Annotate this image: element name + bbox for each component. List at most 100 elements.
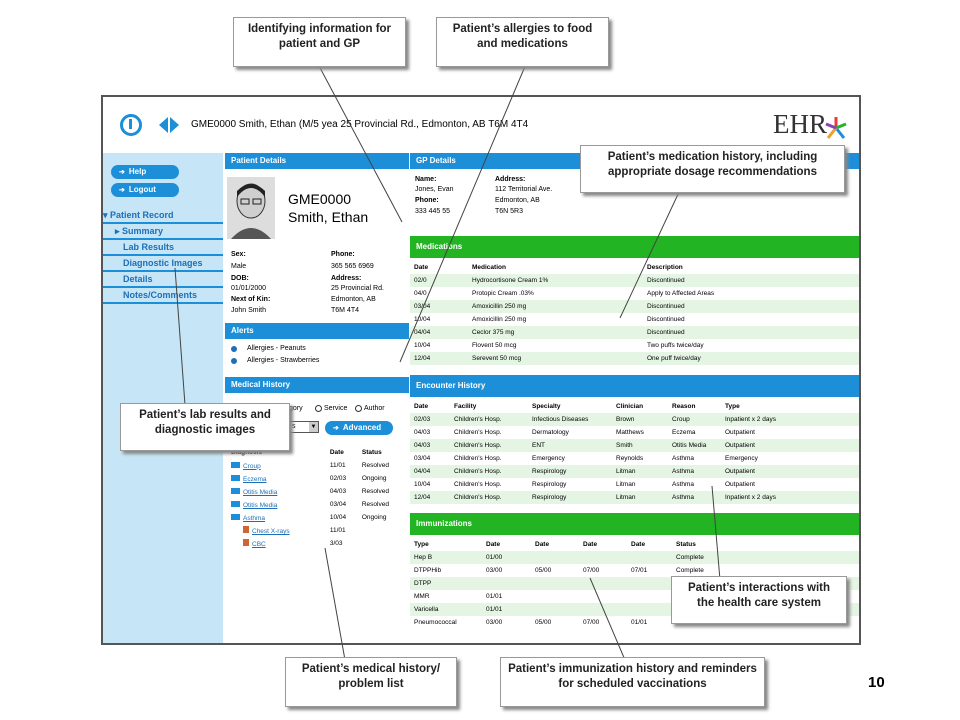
gp-address-label: Address: — [495, 176, 526, 183]
cell: 02/03 — [410, 413, 450, 426]
cell: DTPPHib — [414, 567, 442, 574]
cell: One puff twice/day — [643, 352, 859, 365]
service-radio[interactable] — [315, 405, 322, 412]
forward-arrow-icon[interactable] — [170, 117, 179, 133]
diagnosis-link[interactable]: Otitis Media — [243, 488, 278, 496]
cell: Matthews — [616, 429, 644, 436]
cell: 03/04 — [414, 455, 431, 462]
diagnosis-link[interactable]: Otitis Media — [243, 501, 278, 509]
diagnosis-link[interactable]: Croup — [243, 462, 261, 470]
callout-lab-results: Patient’s lab results and diagnostic ima… — [120, 403, 290, 451]
sub-item-link[interactable]: CBC — [252, 541, 266, 548]
cell: Outpatient — [721, 465, 859, 478]
sidebar-item-notes[interactable]: Notes/Comments — [103, 289, 223, 304]
cell: 04/04 — [410, 465, 450, 478]
callout-medical-history: Patient’s medical history/ problem list — [285, 657, 457, 707]
cell: Discontinued — [643, 300, 859, 313]
cell: ENT — [528, 439, 612, 452]
cell: Apply to Affected Areas — [647, 290, 715, 297]
cell: Children's Hosp. — [454, 481, 502, 488]
cell: 04/03 — [410, 439, 450, 452]
folder-icon — [231, 461, 240, 468]
sex-label: Sex: — [231, 251, 246, 258]
advanced-button[interactable]: Advanced — [325, 421, 393, 435]
sidebar-item-diagnostic-images[interactable]: Diagnostic Images — [103, 257, 223, 272]
cell: Resolved — [361, 501, 389, 508]
next-of-kin-label: Next of Kin: — [231, 296, 271, 303]
author-radio[interactable] — [355, 405, 362, 412]
page-number: 10 — [868, 674, 885, 691]
cell — [579, 551, 627, 564]
cell: Respirology — [528, 465, 612, 478]
col-type: Type — [725, 403, 740, 410]
cell — [627, 551, 672, 564]
cell: 10/04 — [414, 316, 431, 323]
gp-phone-label: Phone: — [415, 197, 439, 204]
cell: Protopic Cream .03% — [472, 290, 534, 297]
cell: 04/0 — [414, 290, 427, 297]
logout-button[interactable]: Logout — [111, 183, 179, 197]
cell: 01/01 — [486, 593, 503, 600]
cell: 03/00 — [486, 567, 503, 574]
filter-label: gory — [289, 405, 303, 412]
cell: Children's Hosp. — [450, 491, 528, 504]
col-date: Date — [486, 541, 501, 548]
col-type: Type — [414, 541, 429, 548]
cell: 10/04 — [329, 514, 347, 521]
document-icon — [243, 539, 249, 546]
cell: DTPP — [410, 577, 482, 590]
callout-immunization: Patient’s immunization history and remin… — [500, 657, 765, 707]
diagnosis-link[interactable]: Asthma — [243, 514, 266, 522]
cell: Serevent 50 mcg — [468, 352, 643, 365]
sidebar-item-lab-results[interactable]: Lab Results — [103, 241, 223, 256]
cell: Children's Hosp. — [454, 455, 502, 462]
cell: Resolved — [361, 488, 389, 495]
cell: Two puffs twice/day — [647, 342, 704, 349]
sidebar-item-patient-record[interactable]: ▾ Patient Record — [103, 209, 223, 224]
sub-item-link[interactable]: Chest X-rays — [252, 528, 290, 535]
sidebar-item-details[interactable]: Details — [103, 273, 223, 288]
document-icon — [243, 526, 249, 533]
cell: Asthma — [672, 481, 695, 488]
col-date: Date — [414, 264, 429, 271]
col-status: Status — [361, 449, 382, 456]
help-button[interactable]: Help — [111, 165, 179, 179]
refresh-icon[interactable] — [120, 114, 142, 136]
cell — [531, 577, 579, 590]
cell: Complete — [676, 567, 704, 574]
cell: 01/00 — [482, 551, 531, 564]
gp-phone-value: 333 445 55 — [415, 208, 451, 215]
phone-label: Phone: — [331, 251, 355, 258]
sidebar-item-summary[interactable]: ▸ Summary — [103, 225, 223, 240]
open-folder-icon — [231, 513, 240, 520]
diagnosis-link[interactable]: Eczema — [243, 475, 267, 483]
back-arrow-icon[interactable] — [159, 117, 168, 133]
dob-value: 01/01/2000 — [231, 285, 267, 292]
table-row[interactable]: 04/0 Protopic Cream .03% Apply to Affected… — [410, 287, 859, 300]
cell: Discontinued — [647, 316, 685, 323]
gp-name-label: Name: — [415, 176, 437, 183]
